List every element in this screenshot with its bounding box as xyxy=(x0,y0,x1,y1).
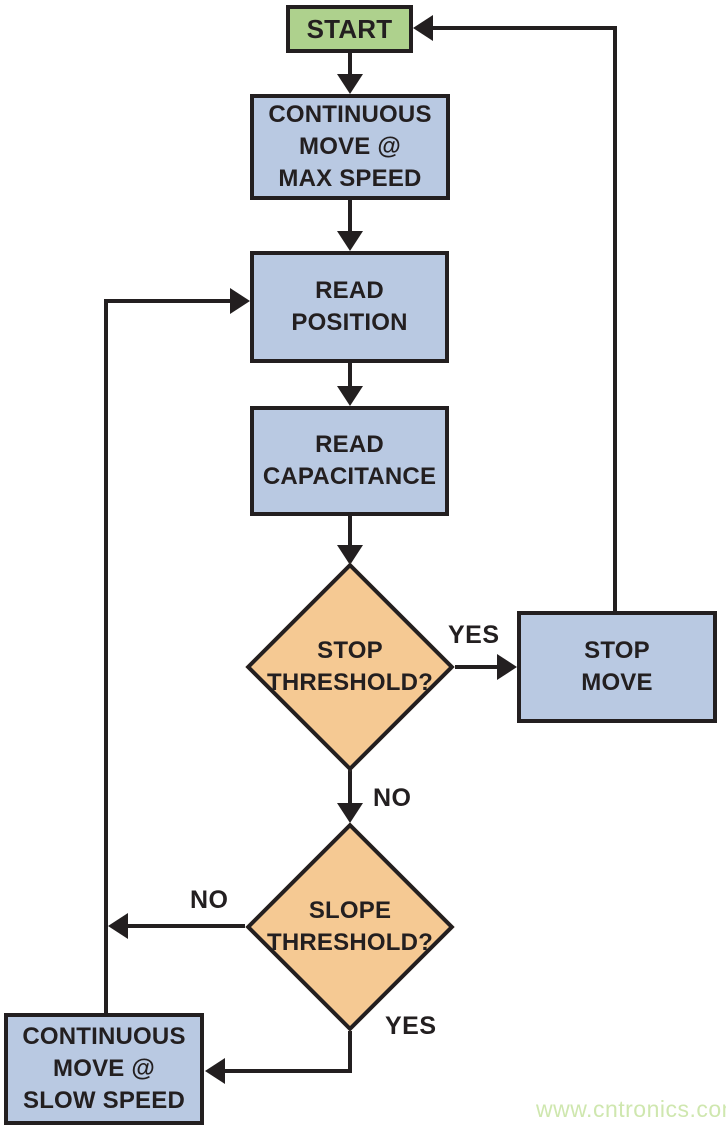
node-read-capacitance: READ CAPACITANCE xyxy=(250,406,449,516)
arrowhead-into-stop-move xyxy=(497,654,517,680)
connector-stop-move-loop-vertical xyxy=(613,26,617,613)
watermark: www.cntronics.com xyxy=(536,1096,726,1122)
node-continuous-move-slow-speed: CONTINUOUS MOVE @ SLOW SPEED xyxy=(4,1013,204,1125)
arrowhead-into-read-position-left xyxy=(230,288,250,314)
arrowhead-into-slow-speed xyxy=(205,1058,225,1084)
node-slope-threshold-label: SLOPE THRESHOLD? xyxy=(267,897,433,956)
edge-label-slope-threshold-no: NO xyxy=(190,886,229,914)
connector-read-capacitance-to-stop-threshold xyxy=(348,514,352,547)
connector-stop-threshold-to-stop-move xyxy=(455,665,499,669)
connector-read-position-to-read-capacitance xyxy=(348,361,352,388)
arrowhead-into-start xyxy=(413,15,433,41)
node-read-position: READ POSITION xyxy=(250,251,449,363)
connector-stop-move-loop-horizontal xyxy=(431,26,617,30)
arrowhead-into-read-position-top xyxy=(337,231,363,251)
node-stop-threshold-label: STOP THRESHOLD? xyxy=(267,637,433,696)
arrowhead-into-stop-threshold xyxy=(337,545,363,565)
edge-label-stop-threshold-no: NO xyxy=(373,784,412,812)
node-continuous-move-slow-speed-label: CONTINUOUS MOVE @ SLOW SPEED xyxy=(22,1023,186,1114)
node-read-position-label: READ POSITION xyxy=(291,277,408,336)
edge-label-slope-threshold-yes: YES xyxy=(385,1012,437,1040)
connector-left-loop-vertical xyxy=(104,299,108,1015)
connector-stop-threshold-to-slope-threshold xyxy=(348,769,352,805)
arrowhead-into-slope-threshold xyxy=(337,803,363,823)
node-stop-move-label: STOP MOVE xyxy=(581,637,653,696)
node-continuous-move-max-speed-label: CONTINUOUS MOVE @ MAX SPEED xyxy=(268,101,432,192)
connector-slope-no-horizontal xyxy=(126,924,245,928)
connector-slope-yes-vertical xyxy=(348,1031,352,1073)
arrowhead-slope-no-junction xyxy=(108,913,128,939)
connector-max-speed-to-read-position xyxy=(348,198,352,233)
node-start-label: START xyxy=(306,13,393,44)
node-continuous-move-max-speed: CONTINUOUS MOVE @ MAX SPEED xyxy=(250,94,450,200)
node-start: START xyxy=(286,5,413,53)
connector-start-to-max-speed xyxy=(348,51,352,76)
edge-label-stop-threshold-yes: YES xyxy=(448,621,500,649)
arrowhead-into-read-capacitance xyxy=(337,386,363,406)
arrowhead-into-max-speed xyxy=(337,74,363,94)
connector-left-loop-horizontal xyxy=(104,299,232,303)
node-stop-move: STOP MOVE xyxy=(517,611,717,723)
node-read-capacitance-label: READ CAPACITANCE xyxy=(262,431,437,490)
connector-slope-yes-horizontal xyxy=(223,1069,352,1073)
